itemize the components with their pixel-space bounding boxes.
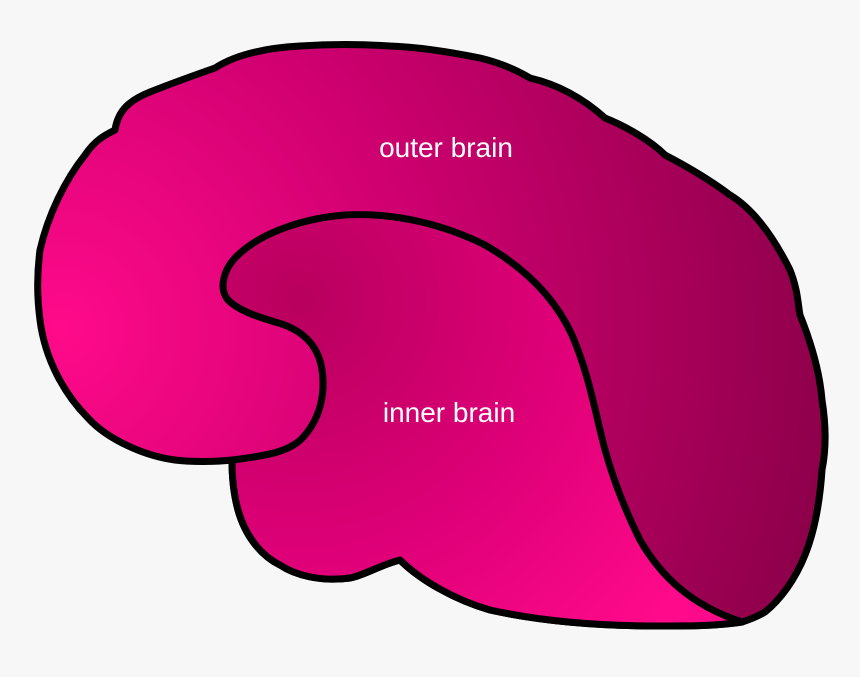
- outer-brain-label: outer brain: [379, 132, 513, 163]
- inner-brain-label: inner brain: [383, 397, 515, 428]
- inner-brain-region: [219, 211, 746, 630]
